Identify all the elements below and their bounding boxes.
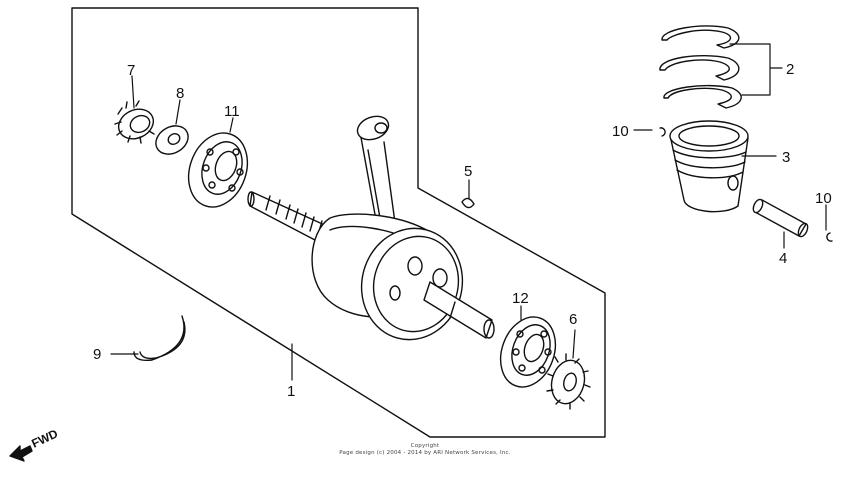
bearing-part-11 xyxy=(187,132,249,208)
bearing-part-12 xyxy=(499,316,557,388)
crankshaft-part-1 xyxy=(247,115,495,341)
leader-lines xyxy=(110,43,827,381)
callout-12: 12 xyxy=(512,290,529,307)
callout-11: 11 xyxy=(224,103,240,120)
fwd-arrow-icon xyxy=(9,445,33,462)
callout-1: 1 xyxy=(287,383,295,400)
callout-9: 9 xyxy=(93,346,101,363)
callout-5: 5 xyxy=(464,163,472,180)
pin-clip-part-10-left xyxy=(659,127,666,137)
pin-clip-part-10-right xyxy=(826,232,833,242)
piston-part-3 xyxy=(669,120,749,213)
callout-7: 7 xyxy=(127,62,135,79)
callout-2: 2 xyxy=(786,61,794,78)
callout-6: 6 xyxy=(569,311,577,328)
callout-8: 8 xyxy=(176,85,184,102)
sprocket-part-6 xyxy=(546,353,591,410)
washer-part-8 xyxy=(155,125,189,155)
key-part-5 xyxy=(461,197,475,209)
copyright-line-2: Page design (c) 2004 - 2014 by ARI Netwo… xyxy=(339,450,511,456)
callout-10-right: 10 xyxy=(815,190,832,207)
assembly-boundary xyxy=(71,7,606,438)
copyright-line-1: Copyright xyxy=(410,443,440,449)
callout-10-left: 10 xyxy=(612,123,629,140)
callout-4: 4 xyxy=(779,250,787,267)
snap-ring-part-9 xyxy=(133,315,186,362)
piston-pin-part-4 xyxy=(752,198,809,238)
callout-3: 3 xyxy=(782,149,790,166)
gear-part-7 xyxy=(114,100,155,144)
piston-rings-part-2 xyxy=(659,25,742,109)
